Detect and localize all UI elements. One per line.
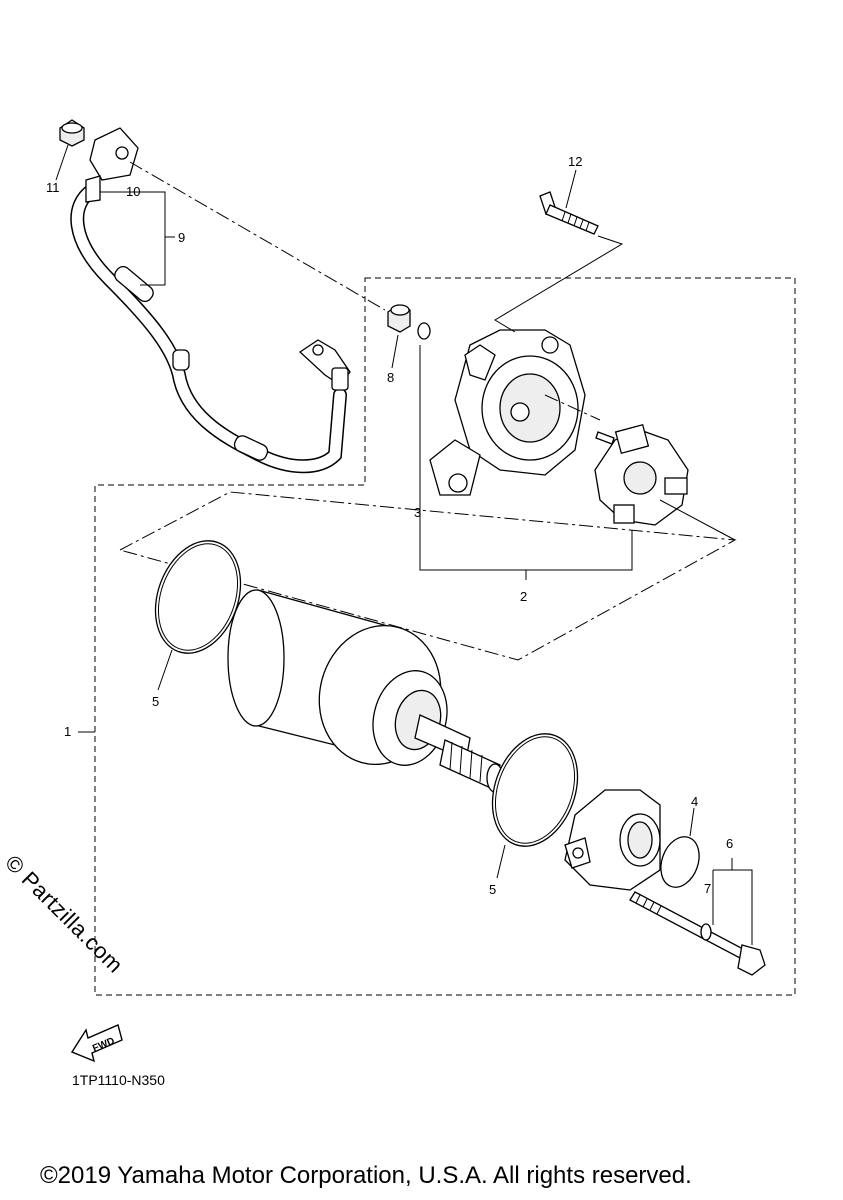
assembly-boundary [94,277,796,996]
callout-labels: 1 2 3 4 5 5 6 7 8 9 10 11 12 [46,154,733,897]
callout-4: 4 [691,794,698,809]
fwd-arrow-icon: FWD [70,1024,123,1063]
callout-8: 8 [387,370,394,385]
front-cover [564,789,661,891]
o-ring-5-lower [491,733,579,847]
rear-cover [429,329,586,496]
bolt-6 [629,891,766,976]
o-ring-4 [660,836,700,888]
o-ring-3 [417,322,431,340]
callout-9: 9 [178,230,185,245]
bolt-12 [539,191,599,235]
callout-3: 3 [414,505,421,520]
nut-8 [387,304,411,333]
callout-1: 1 [64,724,71,739]
callout-6: 6 [726,836,733,851]
callout-5b: 5 [489,882,496,897]
leader-lines [55,144,753,945]
callout-7: 7 [704,881,711,896]
copyright-notice: ©2019 Yamaha Motor Corporation, U.S.A. A… [40,1162,692,1189]
starter-lead-wire [70,127,351,474]
starter-motor-body [227,589,504,793]
callout-2: 2 [520,589,527,604]
callout-10: 10 [126,184,140,199]
callout-11: 11 [46,180,60,195]
o-ring-7 [700,923,712,941]
brush-holder [594,423,689,526]
callout-12: 12 [568,154,582,169]
diagram-code: 1TP1110-N350 [72,1072,165,1088]
callout-5a: 5 [152,694,159,709]
nut-11 [59,119,85,147]
